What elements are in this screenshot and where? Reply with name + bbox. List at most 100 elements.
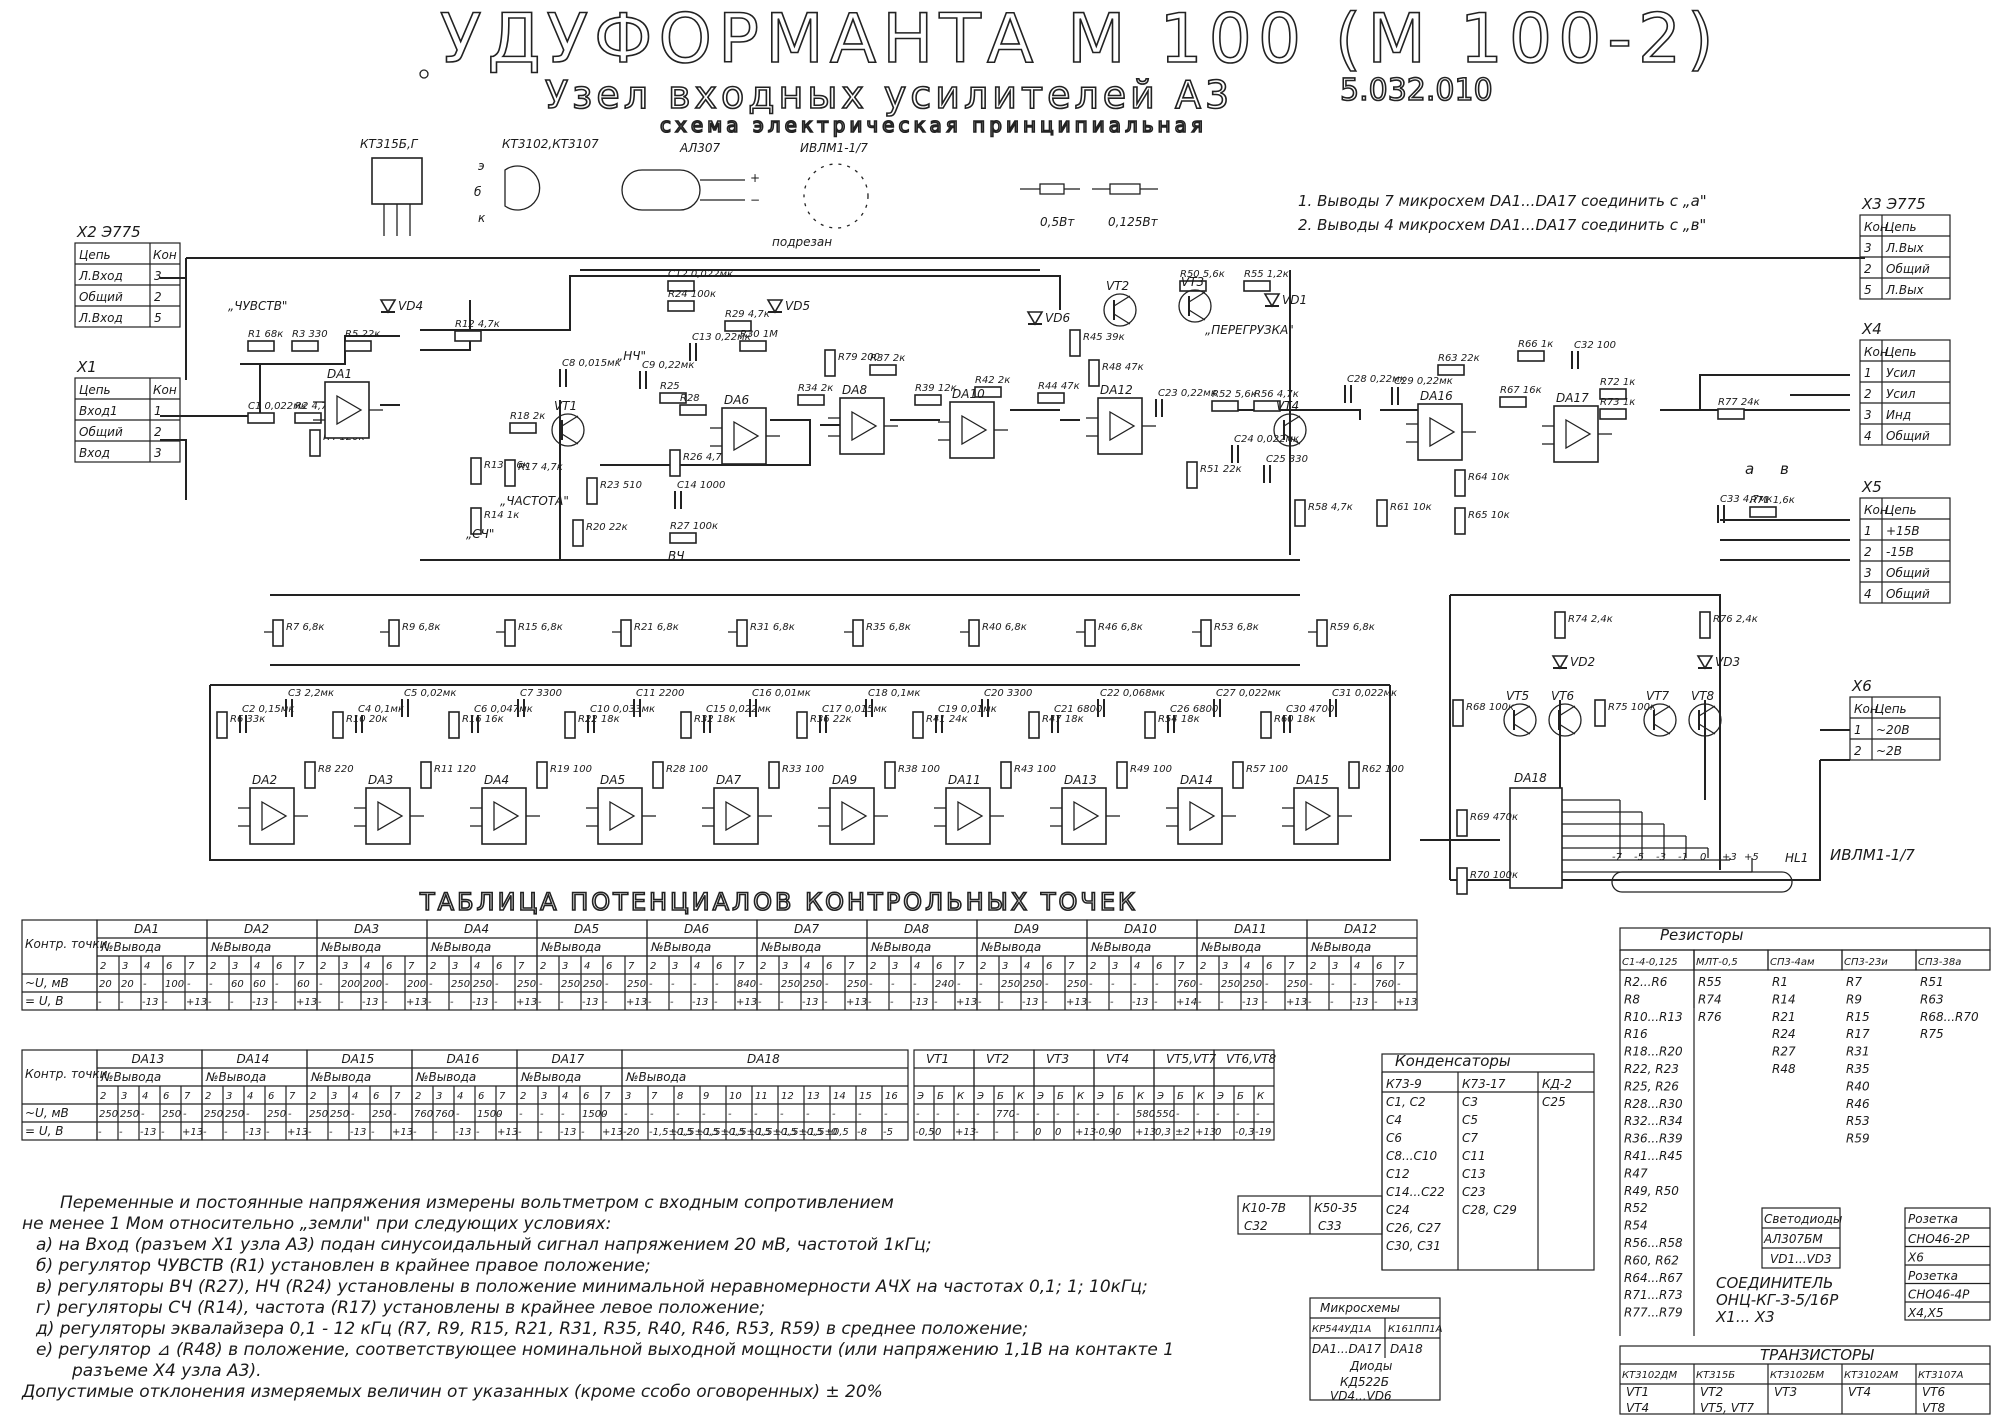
list-item: R46 [1846, 1097, 1870, 1111]
component-label: R19 100 [550, 764, 592, 775]
ac-value: 250 [803, 979, 822, 990]
ac-value: 250 [1287, 979, 1306, 990]
opamp-label: DA17 [1556, 391, 1589, 405]
list-item: C33 [1318, 1219, 1342, 1233]
diode: VD6 [1026, 311, 1070, 326]
connector-cell: +15В [1886, 524, 1920, 538]
connector-cell: Л.Вход [78, 311, 123, 325]
dc-value: - [1088, 997, 1092, 1008]
pin: 6 [163, 1091, 169, 1102]
dc-value: -13 [245, 1127, 261, 1138]
component-label: R31 6,8к [750, 622, 795, 633]
ac-value: - [913, 979, 917, 990]
pin: 14 [833, 1091, 846, 1102]
component-label: R57 100 [1246, 764, 1288, 775]
title-code: 5.032.010 [1340, 73, 1493, 108]
component-label: R32 18к [694, 714, 736, 725]
group-sub: №Вывода [520, 1070, 581, 1084]
component-label: R38 100 [898, 764, 940, 775]
list-item: R18...R20 [1624, 1045, 1683, 1059]
opamp-label: DA12 [1100, 383, 1133, 397]
equalizer-pot: R40 6,8к [968, 619, 1027, 647]
dc-value: - [318, 997, 322, 1008]
resistor: R76 2,4к [1699, 611, 1758, 639]
dc-value: - [230, 997, 234, 1008]
list-title: Микросхемы [1320, 1301, 1400, 1315]
pin: 3 [452, 961, 458, 972]
dc-value: - [1308, 997, 1312, 1008]
dc-value: - [714, 997, 718, 1008]
component-label: C25 330 [1266, 454, 1308, 465]
connector-name: X4 [1861, 320, 1882, 338]
resistor: R24 100к [667, 289, 716, 312]
connector-cell: 3 [1864, 408, 1872, 422]
opamp-da11: DA11 [934, 773, 1004, 845]
list-head: КР544УД1А [1312, 1324, 1371, 1335]
dc-value: +13 [1286, 997, 1307, 1008]
ac-value: - [650, 1109, 654, 1120]
component-label: R23 510 [600, 480, 642, 491]
ac-value: - [715, 979, 719, 990]
component-label: R41 24к [926, 714, 968, 725]
ac-value: - [1216, 1109, 1220, 1120]
ac-value: 250 [1023, 979, 1042, 990]
component-label: VT1 [554, 399, 577, 413]
component-label: C2 0,15мк [242, 704, 294, 715]
component-label: VT2 [1106, 279, 1129, 293]
list-title: Светодиоды [1764, 1212, 1842, 1226]
resistor: C1 0,022мк [247, 401, 307, 424]
capacitor: C32 100 [1571, 340, 1616, 369]
resistor: R28 [679, 393, 707, 416]
ac-value: - [141, 1109, 145, 1120]
filter-resistor: R32 18к [680, 711, 736, 739]
ac-value: - [1076, 1109, 1080, 1120]
list-item: DA18 [1390, 1342, 1423, 1356]
list-item: C26, C27 [1386, 1221, 1441, 1235]
list-item: C8...C10 [1386, 1149, 1437, 1163]
equalizer-pot: R46 6,8к [1084, 619, 1143, 647]
connector-cell: Общий [79, 290, 123, 304]
dc-value: -13 [1242, 997, 1258, 1008]
group-name: VT2 [986, 1052, 1009, 1066]
resistor: R37 2к [869, 353, 905, 376]
dc-value: - [329, 1127, 333, 1138]
component-label: DA18 [1514, 771, 1547, 785]
capacitor: C9 0,22мк [639, 360, 694, 389]
resistor: R48 47к [1088, 359, 1144, 387]
component-label: C9 0,22мк [642, 360, 694, 371]
list-item: VD1...VD3 [1770, 1252, 1832, 1266]
list-item: R1 [1772, 975, 1788, 989]
filter-resistor: R28 100 [652, 761, 708, 789]
dc-value: - [1330, 997, 1334, 1008]
pin: 6 [606, 961, 612, 972]
component-label: R34 2к [798, 383, 833, 394]
list-head: СП3-38а [1918, 957, 1961, 968]
capacitor: C22 0,068мк [1097, 688, 1165, 717]
title-sub: Узел входных усилителей А3 [545, 73, 1233, 117]
ac-value: - [979, 979, 983, 990]
ac-value: - [624, 1109, 628, 1120]
list-item: C7 [1462, 1131, 1478, 1145]
group-name: VT4 [1106, 1052, 1129, 1066]
list-item: КД522Б [1340, 1375, 1389, 1389]
ac-value: 840 [737, 979, 756, 990]
opamp-da7: DA7 [702, 773, 772, 845]
resistor: R30 1М [739, 329, 778, 352]
component-label: R30 1М [740, 329, 778, 340]
group-name: DA11 [1234, 922, 1267, 936]
pin: 4 [254, 961, 260, 972]
capacitor: C11 2200 [633, 688, 684, 717]
dc-value: 0 [1215, 1127, 1221, 1138]
pin: 7 [394, 1091, 401, 1102]
pin: 7 [958, 961, 965, 972]
component-label: C28 0,22мк [1347, 374, 1406, 385]
filter-resistor: R57 100 [1232, 761, 1288, 789]
dc-value: -13 [350, 1127, 366, 1138]
component-label: R20 22к [586, 522, 628, 533]
connector-cell: Усил [1886, 387, 1916, 401]
list-item: R9 [1846, 992, 1862, 1006]
list-item: R47 [1624, 1166, 1648, 1180]
pin: 6 [276, 961, 282, 972]
